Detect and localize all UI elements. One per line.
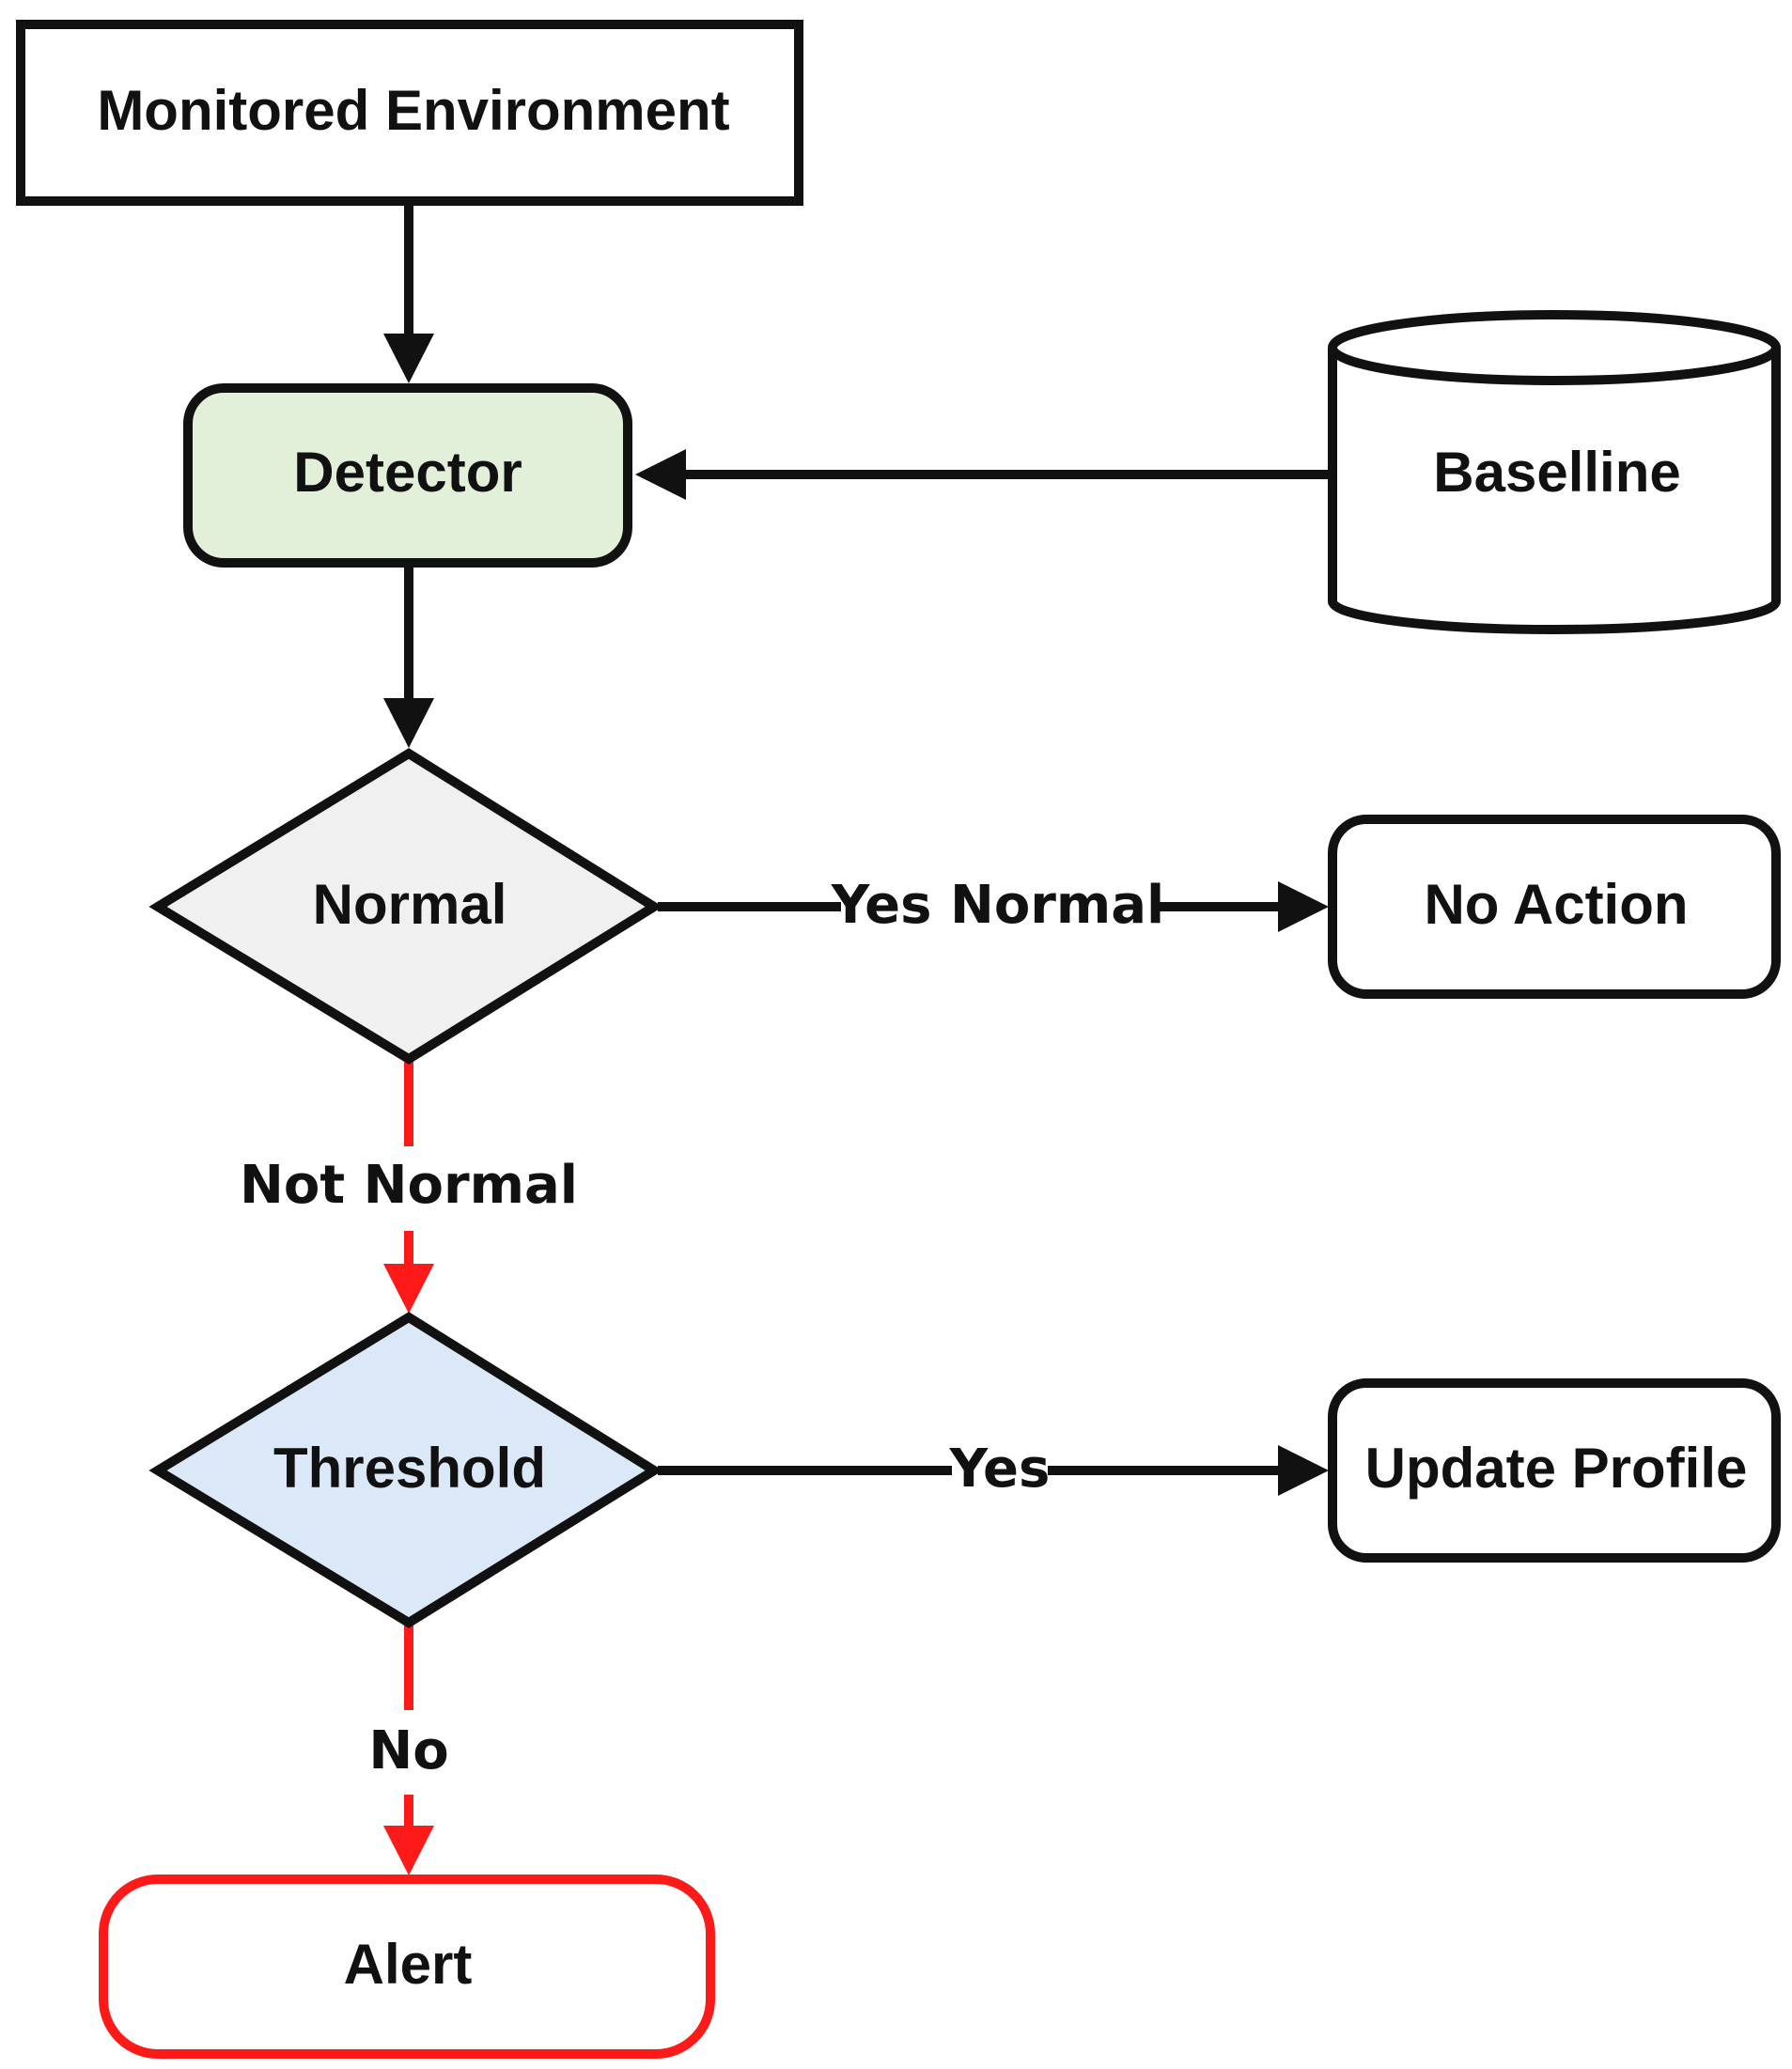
node-update-profile-label: Update Profile — [1365, 1437, 1748, 1500]
arrowhead-normal-to-no-action — [1278, 881, 1329, 932]
node-threshold[interactable]: Threshold — [148, 1312, 663, 1628]
node-alert[interactable]: Alert — [99, 1875, 715, 2059]
node-no-action-label: No Action — [1424, 873, 1688, 936]
arrowhead-threshold-to-alert — [383, 1826, 434, 1875]
arrowhead-baseline-to-detector — [635, 449, 686, 500]
arrowhead-detector-to-normal — [383, 698, 434, 748]
node-baseline[interactable]: Baselline — [1328, 310, 1781, 634]
node-normal-label: Normal — [313, 873, 507, 936]
node-detector-label: Detector — [293, 441, 522, 504]
node-monitored-environment-label: Monitored Environment — [97, 79, 729, 142]
node-update-profile[interactable]: Update Profile — [1328, 1378, 1781, 1563]
node-no-action[interactable]: No Action — [1328, 815, 1781, 999]
node-threshold-label: Threshold — [273, 1437, 546, 1500]
edge-label-yes: Yes — [949, 1439, 1051, 1500]
arrowhead-environment-to-detector — [383, 334, 434, 383]
node-monitored-environment[interactable]: Monitored Environment — [16, 20, 803, 206]
edge-label-yes-normal: Yes Normal — [831, 875, 1165, 936]
edge-label-no: No — [368, 1720, 448, 1781]
arrowhead-threshold-to-update — [1278, 1445, 1329, 1496]
node-baseline-label: Baselline — [1433, 441, 1680, 504]
node-detector[interactable]: Detector — [183, 383, 632, 568]
arrowhead-normal-to-threshold — [383, 1264, 434, 1314]
edge-label-not-normal: Not Normal — [240, 1155, 578, 1216]
node-normal[interactable]: Normal — [148, 748, 663, 1065]
node-alert-label: Alert — [344, 1933, 473, 1996]
